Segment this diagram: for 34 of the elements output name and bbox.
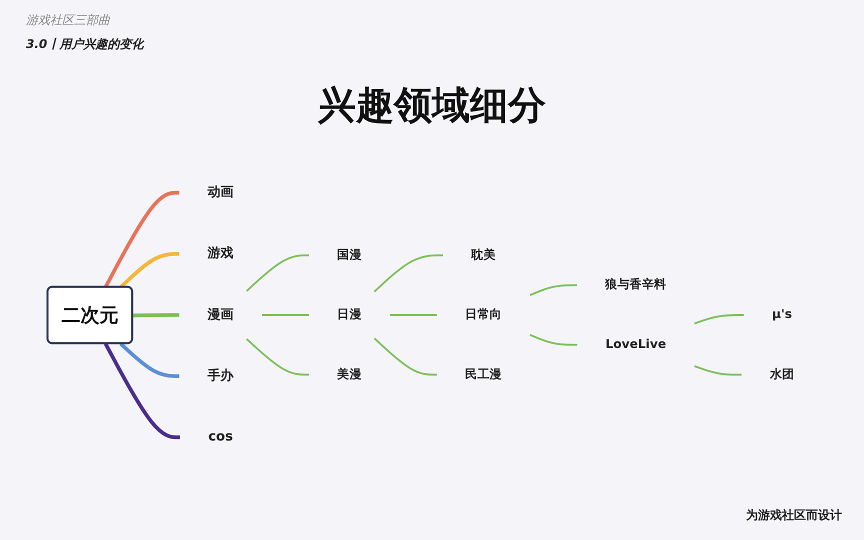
- connector: [104, 342, 180, 440]
- connector: [530, 284, 577, 296]
- node-text: 游戏: [207, 246, 234, 261]
- diagram-title: 兴趣领域细分: [316, 82, 547, 129]
- connector: [104, 190, 180, 288]
- section-subtitle: 3.0丨用户兴趣的变化: [26, 36, 144, 53]
- node-text: 狼与香辛料: [605, 278, 666, 292]
- connector: [390, 314, 437, 316]
- node-text: 漫画: [207, 307, 234, 322]
- connector: [694, 314, 744, 324]
- connector: [374, 254, 443, 292]
- node-text: 耽美: [471, 248, 496, 262]
- node-text: 日漫: [337, 308, 362, 322]
- node-text: cos: [208, 429, 233, 444]
- node-text: μ's: [772, 308, 792, 322]
- connector: [132, 313, 180, 318]
- node-text: 水团: [770, 367, 794, 382]
- node-text: 动画: [207, 184, 234, 200]
- connector: [119, 342, 180, 378]
- connector: [246, 338, 309, 376]
- node-text: 民工漫: [465, 367, 502, 382]
- connector: [530, 334, 578, 346]
- connector: [374, 338, 437, 376]
- node-text: 国漫: [337, 248, 362, 262]
- node-text: 手办: [207, 368, 234, 384]
- node-text: 日常向: [465, 308, 502, 322]
- tagline: 为游戏社区而设计: [746, 507, 842, 524]
- connector: [694, 365, 742, 376]
- series-label: 游戏社区三部曲: [26, 12, 110, 29]
- connector: [262, 314, 309, 316]
- node-text: 美漫: [337, 367, 362, 382]
- node-text: LoveLive: [605, 338, 666, 352]
- connector: [246, 254, 309, 292]
- connector: [119, 252, 180, 289]
